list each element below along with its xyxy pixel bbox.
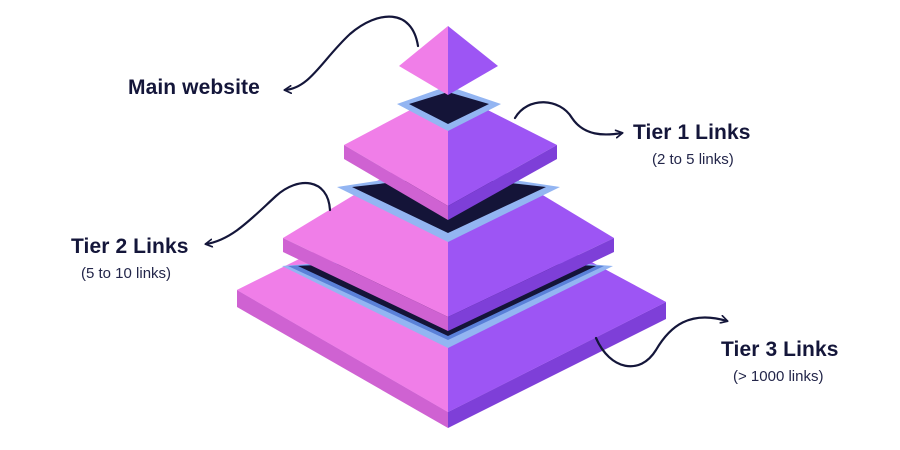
tier-3-subtitle: (> 1000 links) (733, 368, 824, 385)
tier-2-curved-arrow-icon (206, 181, 332, 244)
tier-1-slope-left (344, 90, 448, 206)
tier-1-title: Tier 1 Links (633, 121, 751, 144)
tier-1-front-right-face (448, 145, 557, 220)
tier-1-front-left-face (344, 145, 448, 220)
tier-3-curved-arrow-icon (594, 317, 727, 368)
tier-2-subtitle: (5 to 10 links) (81, 265, 172, 282)
tier-1-subtitle: (2 to 5 links) (652, 151, 734, 168)
main-website-label: Main website (128, 76, 260, 99)
apex-block (399, 26, 498, 95)
tier-2-title: Tier 2 Links (71, 235, 189, 258)
tier-3-front-left-face (237, 290, 448, 428)
main-website-curved-arrow-icon (285, 15, 420, 90)
apex-slope-right (448, 26, 498, 95)
apex-slope-left (399, 26, 448, 95)
tier-2-front-left-face (283, 238, 448, 331)
tier-2-front-right-face (448, 238, 614, 331)
tier-1-block (344, 86, 557, 220)
tier-1-slope-right (448, 90, 557, 206)
tier-3-title: Tier 3 Links (721, 338, 839, 361)
tier-3-front-right-face (448, 302, 666, 428)
tier-1-hole (409, 92, 489, 124)
tier-1-curved-arrow-icon (513, 101, 622, 134)
